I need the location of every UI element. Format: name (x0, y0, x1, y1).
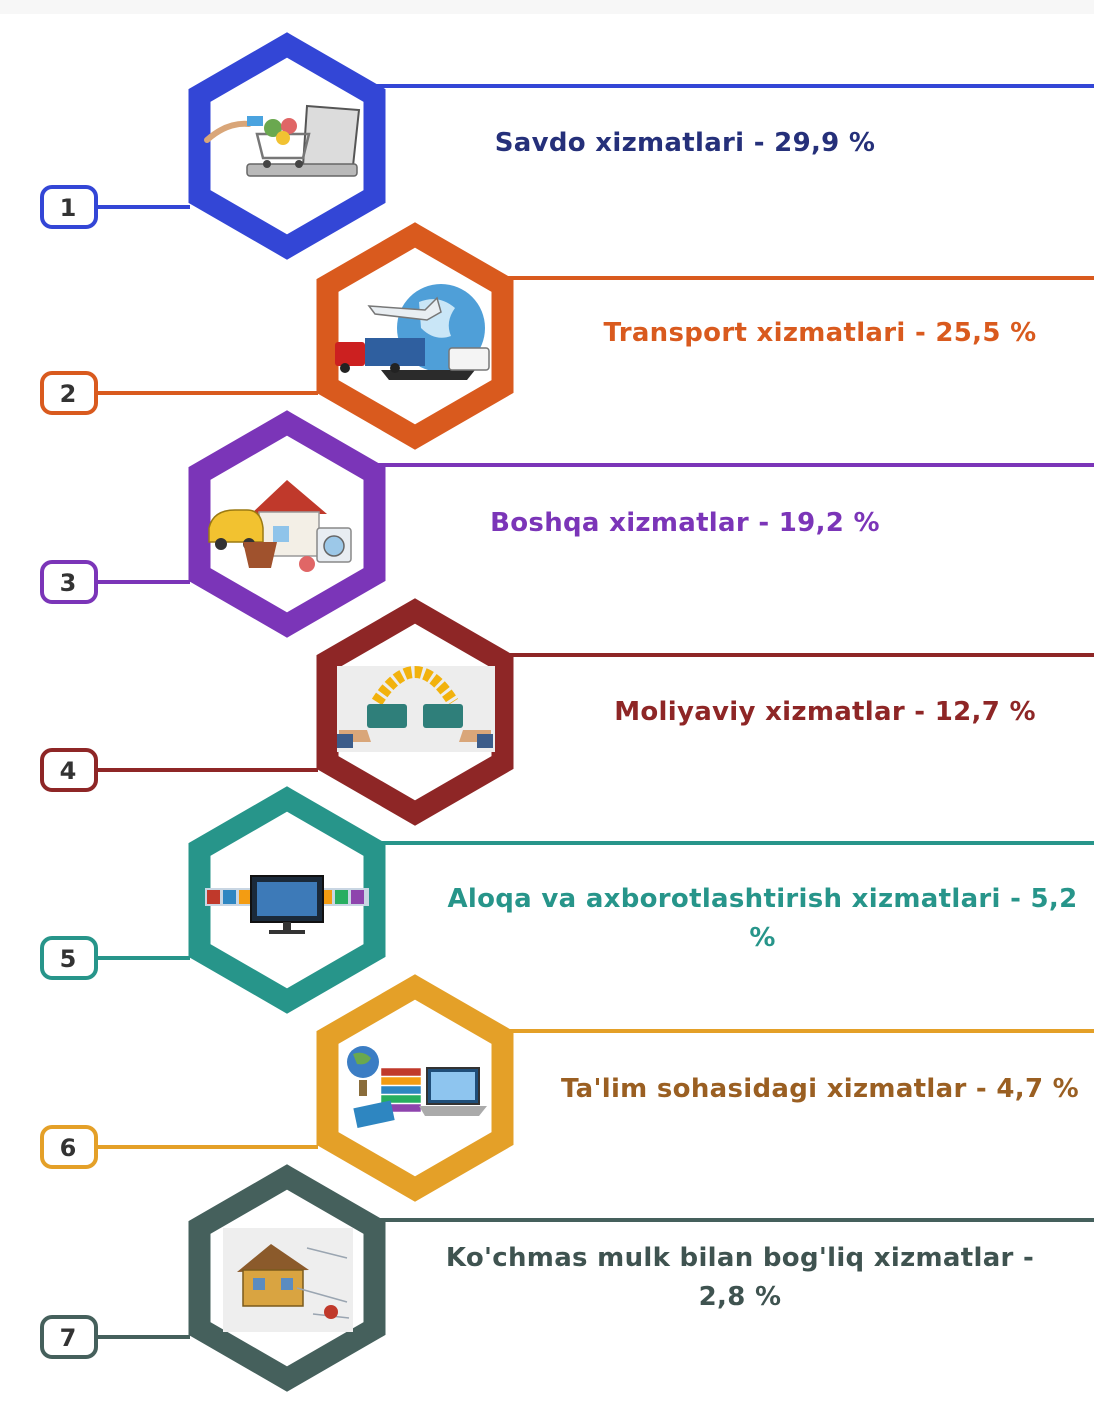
education-globe-books-laptop-icon (347, 1046, 487, 1128)
step-4-label: Moliyaviy xizmatlar - 12,7 % (614, 697, 1036, 727)
step-4: 4 (40, 598, 1094, 826)
transport-globe-icon (335, 284, 490, 380)
step-1: 1 (40, 32, 1094, 260)
shopping-cart-laptop-icon (204, 104, 361, 177)
step-5-number: 5 (60, 945, 77, 973)
step-1-number-badge (40, 185, 98, 229)
step-5-label: Aloqa va axborotlashtirish xizmatlari - … (447, 884, 1078, 953)
money-exchange-icon (337, 666, 495, 752)
step-1-hexagon (188, 32, 386, 260)
step-6-number-badge (40, 1125, 98, 1169)
step-6-number: 6 (60, 1134, 77, 1162)
step-3-label: Boshqa xizmatlar - 19,2 % (490, 508, 880, 538)
television-media-icon (205, 875, 369, 934)
step-1-label: Savdo xizmatlari - 29,9 % (494, 128, 876, 158)
step-2-number-badge (40, 371, 98, 415)
step-1-number: 1 (60, 194, 77, 222)
step-5-number-badge (40, 936, 98, 980)
step-7-label: Ko'chmas mulk bilan bog'liq xizmatlar - … (445, 1243, 1035, 1312)
step-3-number-badge (40, 560, 98, 604)
step-6: 6 (40, 974, 1094, 1202)
step-7: 7 (40, 1164, 1094, 1392)
step-3: 3 (40, 410, 1094, 638)
step-7-number-badge (40, 1315, 98, 1359)
step-2-label: Transport xizmatlari - 25,5 % (603, 318, 1037, 348)
step-7-number: 7 (60, 1324, 77, 1352)
step-4-number: 4 (60, 757, 77, 785)
house-services-icon (208, 480, 352, 572)
step-2-number: 2 (60, 380, 77, 408)
step-2: 2 (40, 222, 1094, 450)
step-4-number-badge (40, 748, 98, 792)
real-estate-house-icon (223, 1228, 353, 1332)
step-6-label: Ta'lim sohasidagi xizmatlar - 4,7 % (560, 1074, 1080, 1104)
step-5: 5 (40, 786, 1094, 1014)
top-bar (0, 0, 1094, 14)
step-3-number: 3 (60, 569, 77, 597)
